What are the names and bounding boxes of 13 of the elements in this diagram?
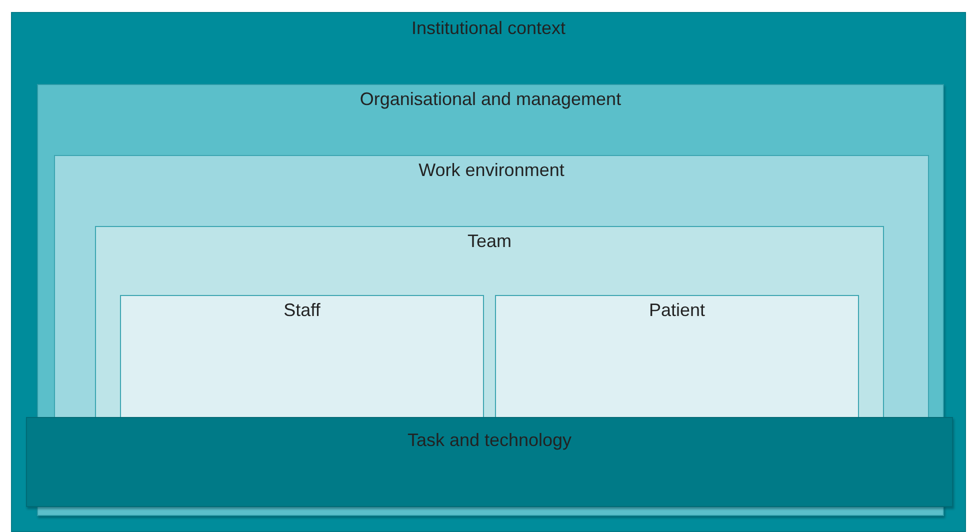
layer-label: Team <box>467 231 512 252</box>
layer-label: Organisational and management <box>360 89 622 110</box>
layer-label: Patient <box>648 300 706 321</box>
layer-panel <box>54 155 929 417</box>
context-panel <box>11 12 966 532</box>
layer-label: Institutional context <box>411 18 566 39</box>
layer-panel <box>95 226 884 417</box>
layer-label: Work environment <box>418 160 564 181</box>
layer-label: Task and technology <box>407 430 572 451</box>
category-box <box>120 295 484 417</box>
band-panel <box>26 417 953 507</box>
category-box <box>495 295 859 417</box>
layer-label: Staff <box>284 300 320 321</box>
